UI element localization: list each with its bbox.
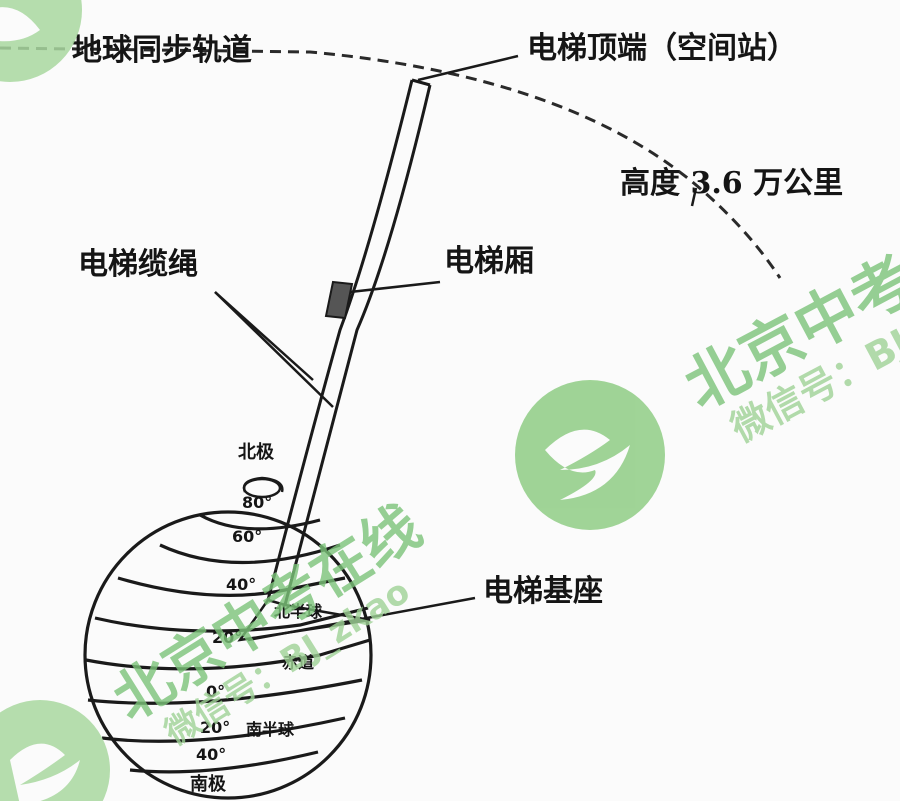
lat-40-label: 40° (226, 575, 256, 594)
globe-labels: 北极 80° 60° 40° 20° 北半球 赤道 0° 20° 南半球 40°… (190, 442, 323, 795)
geo-orbit-label: 地球同步轨道 (72, 33, 252, 68)
lat-80-label: 80° (242, 493, 272, 512)
elevator-car-label: 电梯厢 (444, 244, 534, 279)
elevator-base-shape (237, 598, 371, 642)
altitude-label: 高度 3.6 万公里 (620, 166, 843, 201)
southern-hemisphere-label: 南半球 (246, 720, 295, 739)
watermark-logo-top-left (0, 0, 82, 82)
lat-0-label: 0° (206, 682, 225, 701)
lat-20s-label: 20° (200, 718, 230, 737)
watermark-logo-center (515, 380, 665, 530)
geo-orbit-arc (0, 46, 782, 279)
leader-lines (214, 54, 698, 642)
elevator-top-label: 电梯顶端（空间站） (527, 31, 797, 66)
equator-label: 赤道 (282, 653, 314, 672)
elevator-car (324, 280, 354, 320)
north-pole-label: 北极 (238, 442, 275, 463)
elevator-cable-label: 电梯缆绳 (78, 247, 198, 282)
watermark-text-right: 北京中考在 微信号：BJ (673, 213, 900, 451)
lat-20n-label: 20° (212, 628, 242, 647)
lat-60-label: 60° (232, 527, 262, 546)
elevator-base-label: 电梯基座 (483, 574, 603, 609)
watermark-logo-bottom-left (0, 700, 110, 801)
lat-40s-label: 40° (196, 745, 226, 764)
northern-hemisphere-label: 北半球 (274, 602, 323, 621)
south-pole-label: 南极 (190, 773, 227, 795)
elevator-cable (266, 78, 432, 606)
earth-globe (83, 476, 373, 800)
